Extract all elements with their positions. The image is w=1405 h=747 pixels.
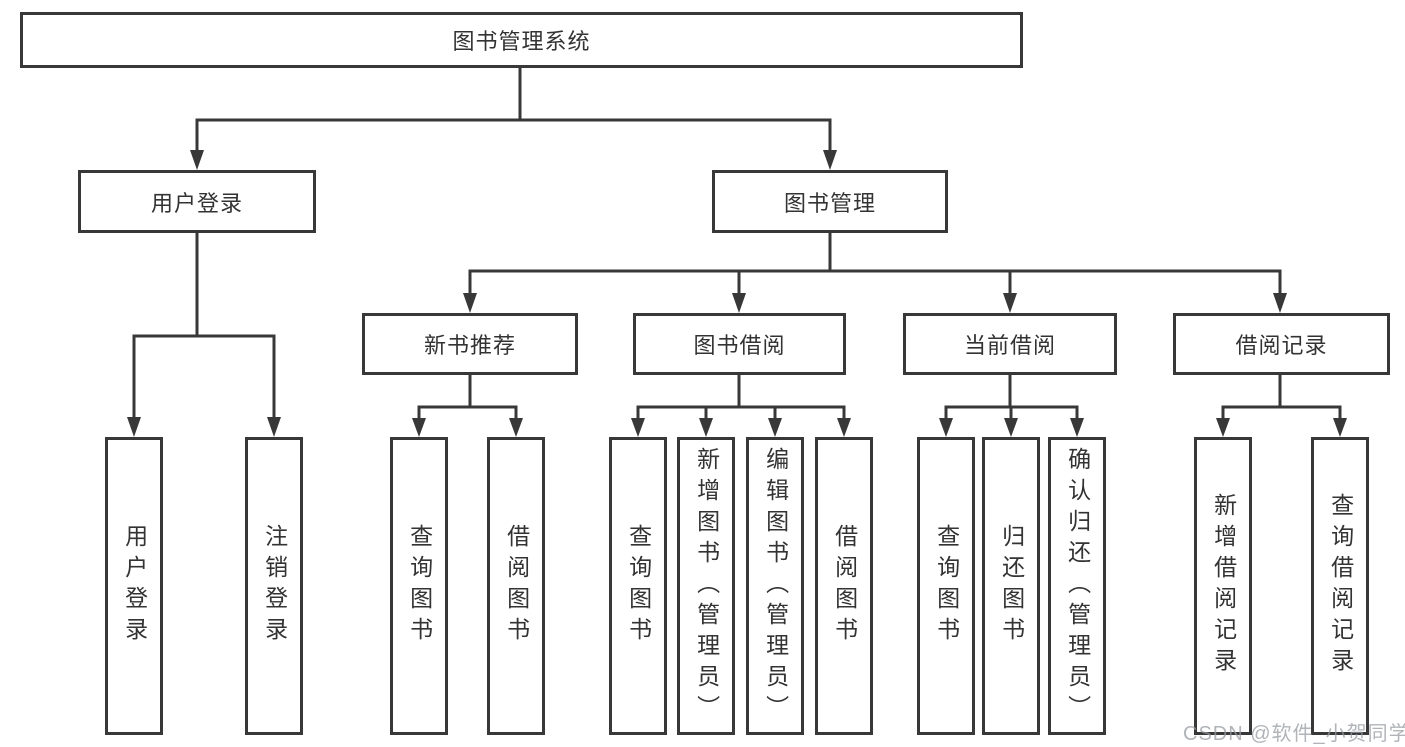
leaf-query-book-borrow: 查询图书 xyxy=(609,437,667,735)
node-library-management-system: 图书管理系统 xyxy=(20,12,1023,68)
node-label: 图书管理系统 xyxy=(452,29,591,54)
leaf-return-book: 归还图书 xyxy=(982,437,1040,735)
connector-user-login-branch xyxy=(127,233,281,437)
leaf-user-login: 用户登录 xyxy=(105,437,163,735)
leaf-label: 编辑图书（管理员） xyxy=(762,446,789,726)
csdn-watermark: CSDN @软件_小贺同学 xyxy=(1183,723,1405,745)
leaf-edit-book-admin: 编辑图书（管理员） xyxy=(746,437,804,735)
leaf-label: 新增借阅记录 xyxy=(1210,493,1237,679)
connector-current-borrow-branch xyxy=(939,375,1084,437)
node-label: 新书推荐 xyxy=(423,333,516,358)
connector-borrow-record-branch xyxy=(1216,375,1347,437)
leaf-label: 确认归还（管理员） xyxy=(1064,446,1091,726)
leaf-label: 用户登录 xyxy=(121,524,148,648)
leaf-label: 查询图书 xyxy=(933,524,960,648)
leaf-query-book-current: 查询图书 xyxy=(917,437,975,735)
leaf-logout-login: 注销登录 xyxy=(245,437,303,735)
leaf-borrow-book-recommend: 借阅图书 xyxy=(487,437,545,735)
connector-root-to-level1 xyxy=(190,68,837,170)
leaf-label: 查询图书 xyxy=(625,524,652,648)
leaf-confirm-return-admin: 确认归还（管理员） xyxy=(1048,437,1106,735)
node-label: 当前借阅 xyxy=(963,333,1056,358)
node-user-login: 用户登录 xyxy=(78,170,316,233)
node-label: 图书管理 xyxy=(783,190,876,216)
node-new-book-recommend: 新书推荐 xyxy=(362,313,578,375)
leaf-label: 注销登录 xyxy=(261,524,288,648)
leaf-query-book-recommend: 查询图书 xyxy=(390,437,448,735)
node-label: 图书借阅 xyxy=(693,333,786,358)
connector-new-book-recommend-branch xyxy=(412,375,523,437)
node-borrow-record: 借阅记录 xyxy=(1173,313,1390,375)
leaf-query-borrow-record: 查询借阅记录 xyxy=(1311,437,1369,735)
leaf-label: 查询借阅记录 xyxy=(1327,493,1354,679)
leaf-label: 归还图书 xyxy=(998,524,1025,648)
node-book-management: 图书管理 xyxy=(712,170,948,233)
leaf-label: 借阅图书 xyxy=(831,524,858,648)
leaf-add-borrow-record: 新增借阅记录 xyxy=(1194,437,1252,735)
node-label: 用户登录 xyxy=(150,190,243,216)
node-current-borrow: 当前借阅 xyxy=(903,313,1117,375)
node-book-borrow: 图书借阅 xyxy=(633,313,846,375)
leaf-label: 借阅图书 xyxy=(503,524,530,648)
leaf-add-book-admin: 新增图书（管理员） xyxy=(677,437,735,735)
leaf-borrow-book: 借阅图书 xyxy=(815,437,873,735)
leaf-label: 查询图书 xyxy=(406,524,433,648)
node-label: 借阅记录 xyxy=(1235,333,1328,358)
connector-book-borrow-branch xyxy=(631,375,851,437)
connector-book-management-branch xyxy=(463,233,1287,313)
leaf-label: 新增图书（管理员） xyxy=(693,446,720,726)
